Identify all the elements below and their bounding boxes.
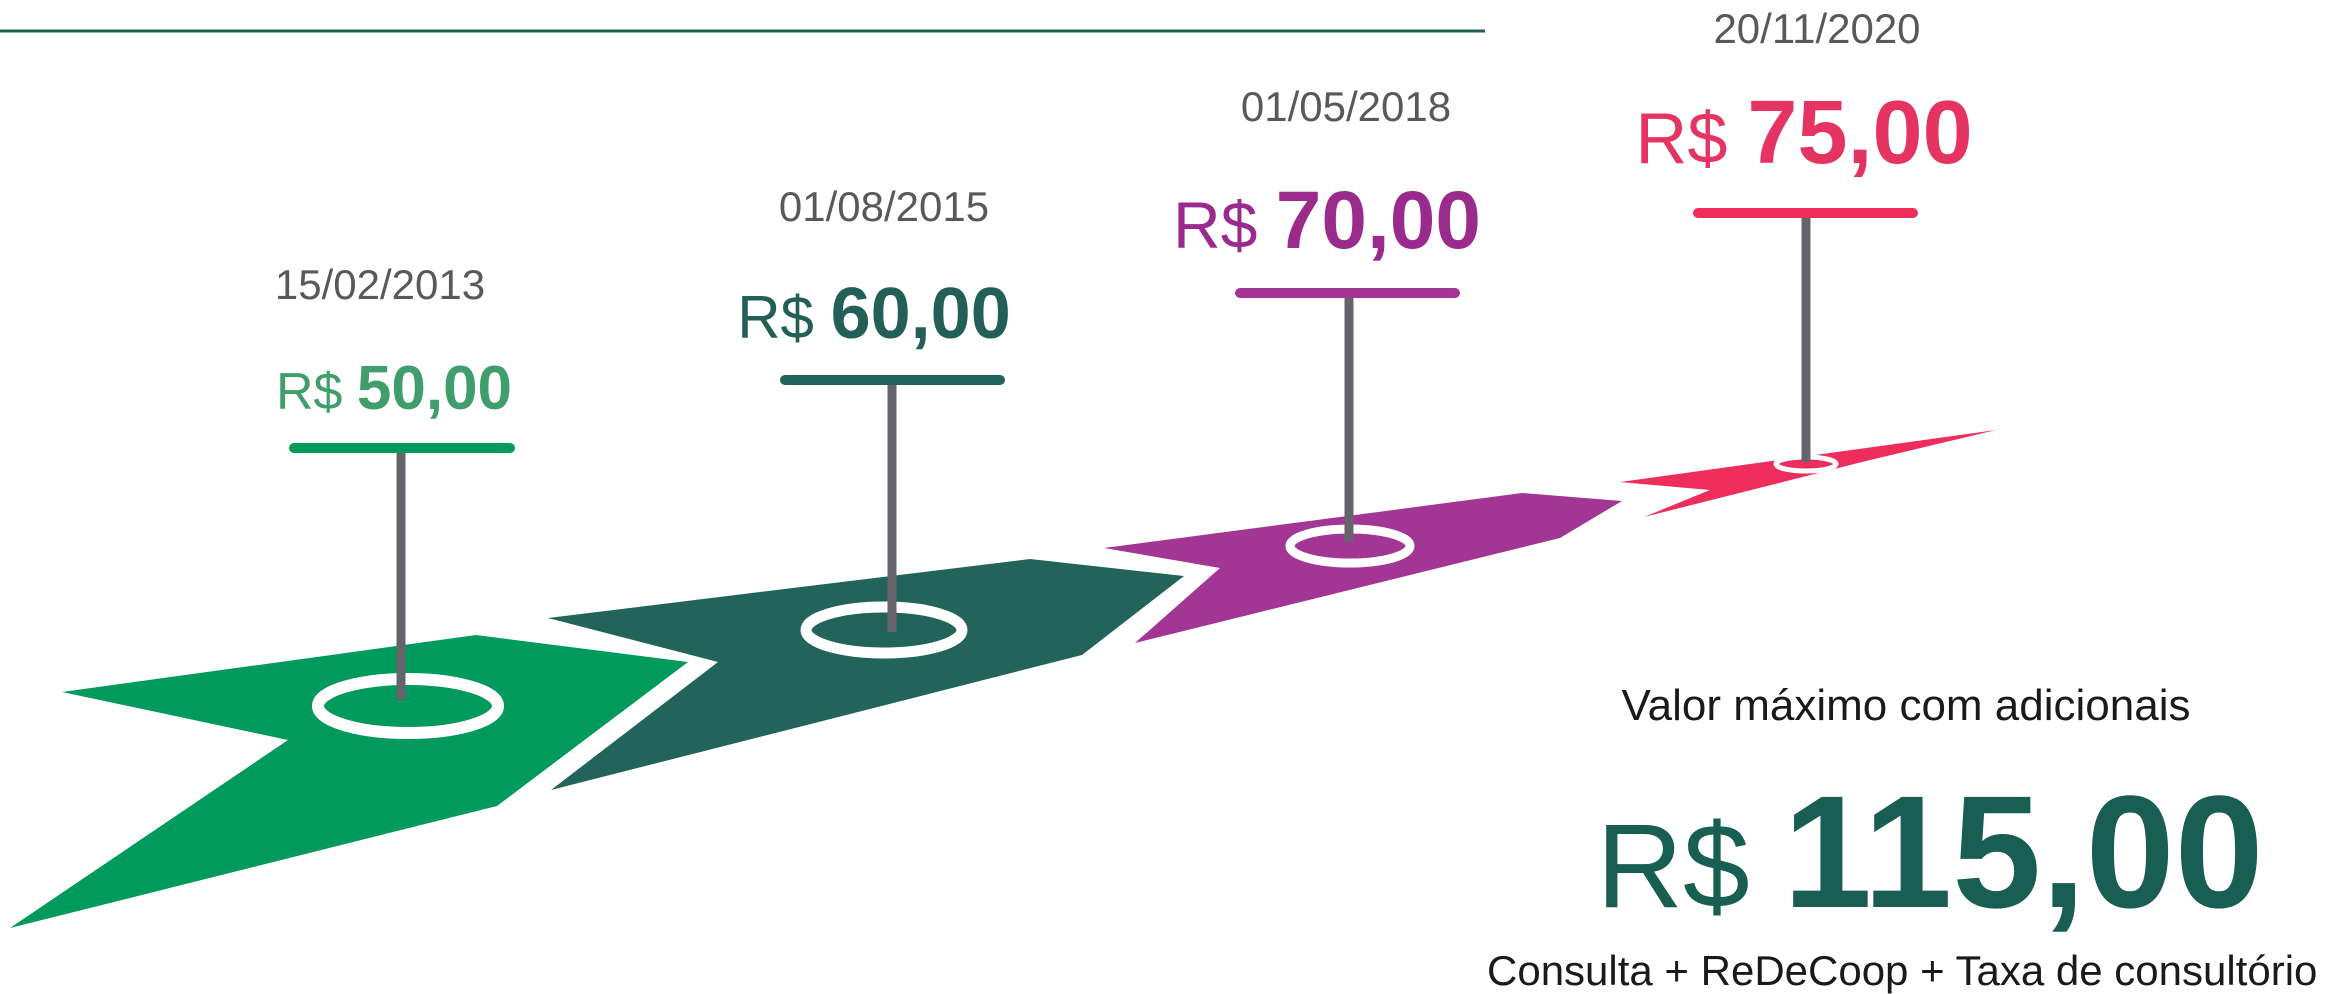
milestone-price-2: R$ 60,00 <box>737 278 1011 350</box>
price-amount: 75,00 <box>1747 83 1973 183</box>
currency-symbol: R$ <box>737 284 814 351</box>
price-amount: 70,00 <box>1275 175 1481 266</box>
road-segment-1 <box>10 635 688 928</box>
road-segment-4 <box>1620 430 1996 517</box>
max-value-note: Consulta + ReDeCoop + Taxa de consultóri… <box>1487 947 2318 994</box>
currency-symbol: R$ <box>1635 99 1728 179</box>
road-segment-3 <box>1104 493 1622 643</box>
milestone-price-1: R$ 50,00 <box>276 358 512 420</box>
max-value-caption: Valor máximo com adicionais <box>1621 681 2191 730</box>
ring-marker-2 <box>800 601 968 659</box>
price-amount: 115,00 <box>1783 762 2264 941</box>
currency-symbol: R$ <box>275 363 343 421</box>
road-segment-2 <box>548 559 1184 790</box>
milestone-price-3: R$ 70,00 <box>1173 180 1481 262</box>
max-value-price: R$ 115,00 <box>1596 772 2263 932</box>
price-amount: 50,00 <box>356 354 513 423</box>
ring-marker-1 <box>312 673 504 739</box>
milestone-date-1: 15/02/2013 <box>274 261 486 308</box>
milestone-date-2: 01/08/2015 <box>778 183 990 230</box>
currency-symbol: R$ <box>1596 799 1750 933</box>
milestone-price-4: R$ 75,00 <box>1635 88 1972 178</box>
currency-symbol: R$ <box>1173 188 1258 262</box>
milestone-date-3: 01/05/2018 <box>1240 83 1452 130</box>
price-amount: 60,00 <box>830 274 1011 354</box>
milestone-date-4: 20/11/2020 <box>1713 5 1921 52</box>
